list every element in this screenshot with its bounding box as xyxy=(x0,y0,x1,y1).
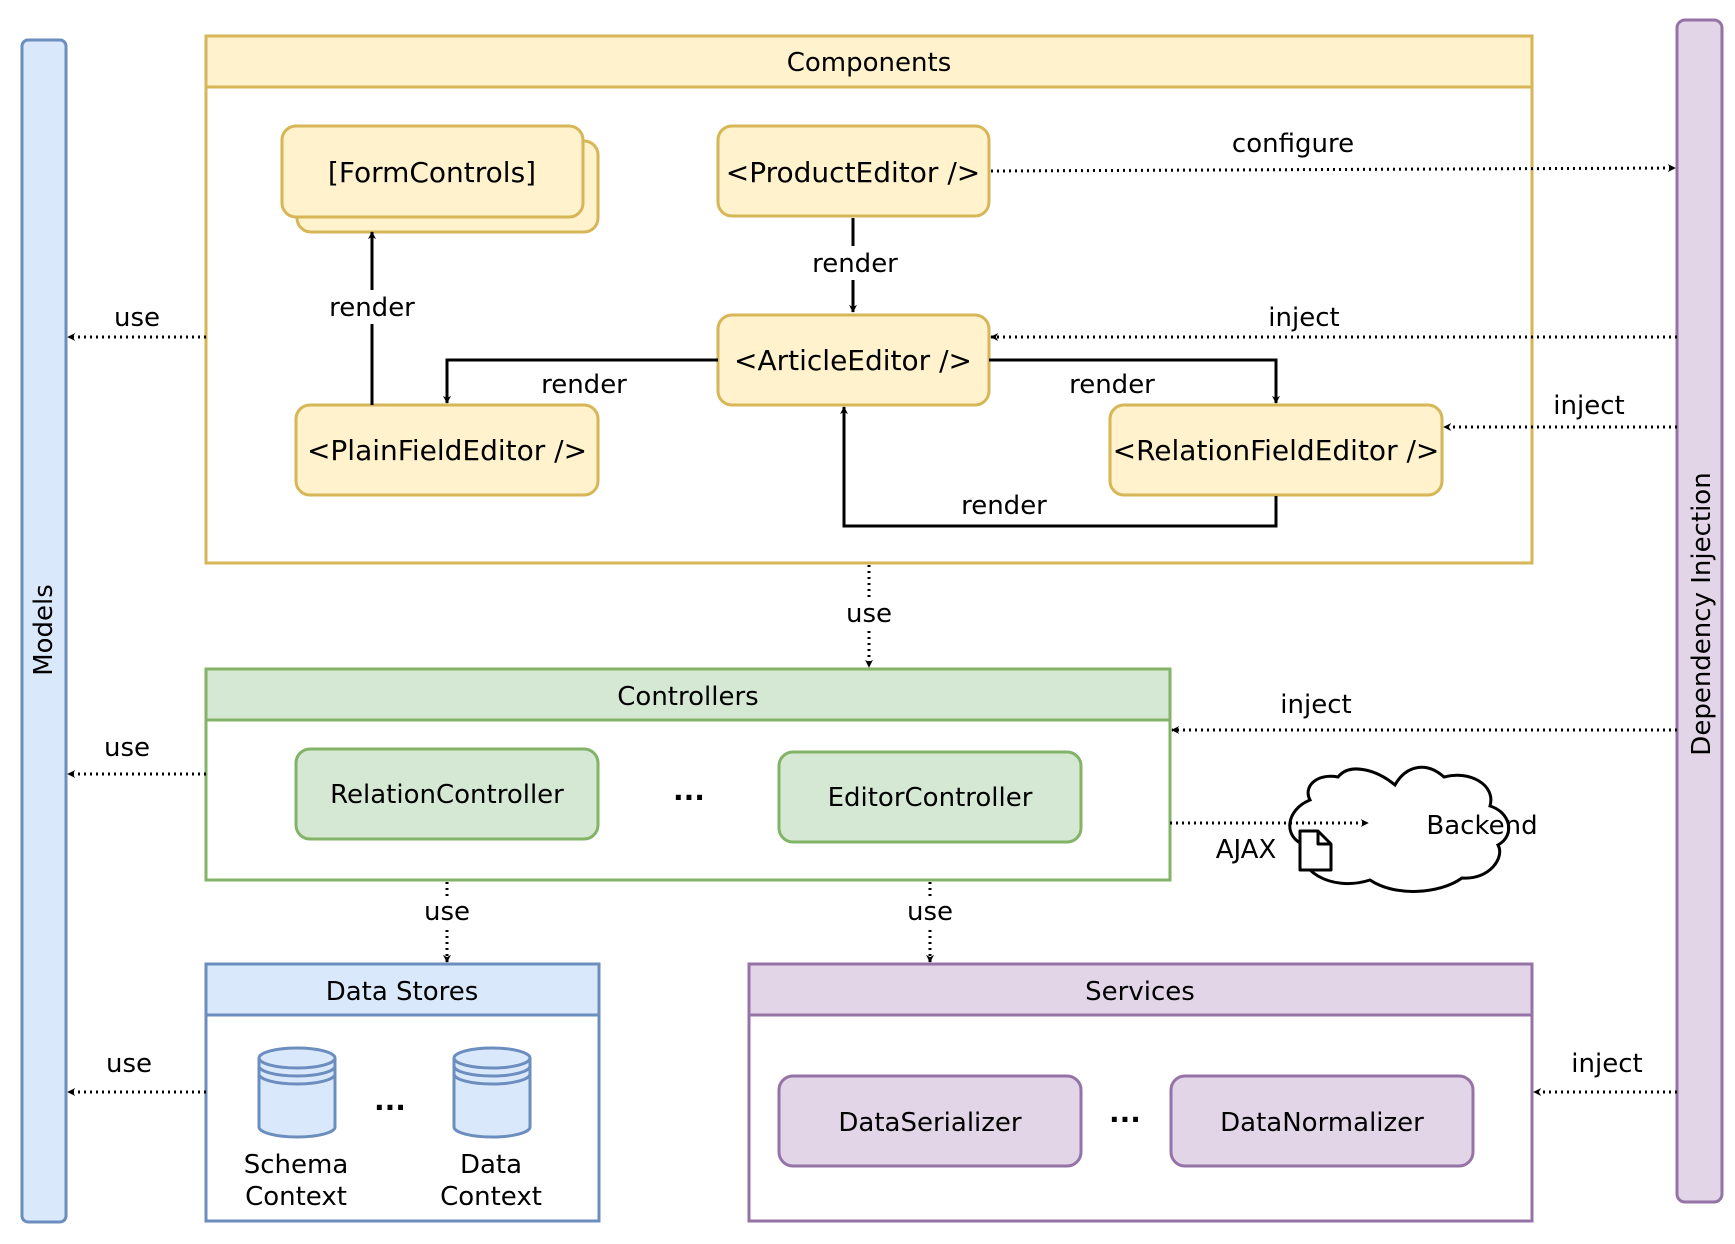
label-render-plain-form: render xyxy=(329,293,415,323)
schema-context-label-line1: Schema xyxy=(244,1150,349,1180)
relation-controller-label: RelationController xyxy=(330,780,564,810)
label-use-controllers-datastores: use xyxy=(424,897,470,927)
schema-context-label-line2: Context xyxy=(245,1182,347,1212)
label-ajax: AJAX xyxy=(1216,835,1277,865)
data-serializer-node: DataSerializer xyxy=(777,1074,1083,1168)
data-serializer-label: DataSerializer xyxy=(838,1108,1022,1138)
data-stores-title: Data Stores xyxy=(326,977,479,1007)
edge-article-to-plain xyxy=(443,358,718,404)
form-controls-label: [FormControls] xyxy=(328,156,536,189)
models-bar: Models xyxy=(20,38,68,1224)
data-normalizer-node: DataNormalizer xyxy=(1169,1074,1475,1168)
label-inject-controllers: inject xyxy=(1280,690,1351,720)
data-context-label-line2: Context xyxy=(440,1182,542,1212)
data-context-database-icon xyxy=(452,1046,532,1139)
backend-cloud: Backend xyxy=(1288,765,1538,893)
label-render-article-relation: render xyxy=(1069,370,1155,400)
relation-field-editor-label: <RelationFieldEditor /> xyxy=(1113,434,1440,467)
label-inject-services: inject xyxy=(1571,1049,1642,1079)
form-controls-node: [FormControls] xyxy=(280,124,600,234)
label-use-components-controllers: use xyxy=(846,599,892,629)
label-use-controllers-models: use xyxy=(104,733,150,763)
relation-field-editor-node: <RelationFieldEditor /> xyxy=(1108,403,1444,497)
data-context-label-line1: Data xyxy=(460,1150,522,1180)
label-render-product-article: render xyxy=(812,249,898,279)
backend-label: Backend xyxy=(1426,811,1537,841)
editor-controller-node: EditorController xyxy=(777,750,1083,844)
services-ellipsis: ... xyxy=(1109,1096,1141,1129)
article-editor-label: <ArticleEditor /> xyxy=(734,344,972,377)
dotted-edges xyxy=(67,164,1677,1096)
label-inject-article: inject xyxy=(1268,303,1339,333)
article-editor-node: <ArticleEditor /> xyxy=(716,313,991,407)
label-use-controllers-services: use xyxy=(907,897,953,927)
label-render-article-plain: render xyxy=(541,370,627,400)
edge-article-to-relation xyxy=(989,358,1280,404)
edge-labels: configure render render render render re… xyxy=(104,129,1643,1079)
label-inject-relation: inject xyxy=(1553,391,1624,421)
label-render-relation-article: render xyxy=(961,491,1047,521)
controllers-ellipsis: ... xyxy=(673,774,705,807)
plain-field-editor-node: <PlainFieldEditor /> xyxy=(294,403,600,497)
relation-controller-node: RelationController xyxy=(294,747,600,841)
editor-controller-label: EditorController xyxy=(828,783,1033,813)
label-use-components-models: use xyxy=(114,303,160,333)
product-editor-node: <ProductEditor /> xyxy=(716,124,991,218)
models-label: Models xyxy=(29,584,59,676)
plain-field-editor-label: <PlainFieldEditor /> xyxy=(307,434,587,467)
schema-context-database-icon xyxy=(257,1046,337,1139)
document-icon xyxy=(1298,829,1333,872)
label-configure: configure xyxy=(1232,129,1354,159)
data-stores-ellipsis: ... xyxy=(374,1084,406,1117)
edge-configure xyxy=(990,164,1676,173)
dependency-injection-bar: Dependency Injection xyxy=(1675,18,1724,1204)
label-use-datastores-models: use xyxy=(106,1049,152,1079)
data-normalizer-label: DataNormalizer xyxy=(1220,1108,1424,1138)
edge-relation-to-article xyxy=(840,406,1278,528)
controllers-title: Controllers xyxy=(617,682,758,712)
dependency-injection-label: Dependency Injection xyxy=(1687,472,1717,755)
product-editor-label: <ProductEditor /> xyxy=(726,156,980,189)
components-title: Components xyxy=(787,48,952,78)
services-title: Services xyxy=(1085,977,1195,1007)
